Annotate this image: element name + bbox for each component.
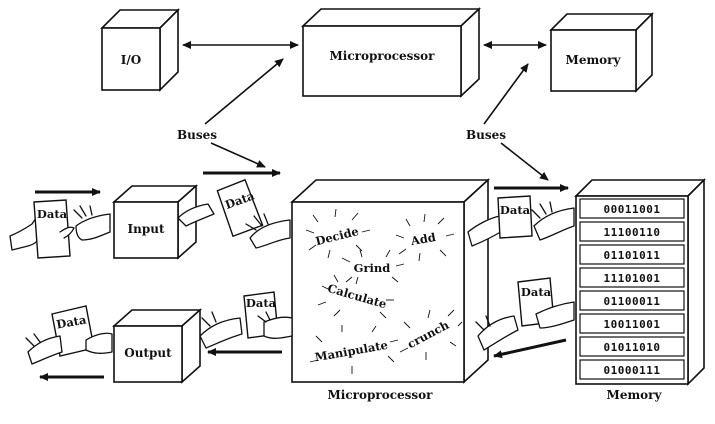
hand-passing-data-to-memory: Data <box>467 195 533 247</box>
hand-giving-data-from-memory: Data <box>517 277 575 329</box>
memory-slot <box>579 359 685 380</box>
memory-cabinet: 00011001 11100110 01101011 11101001 01100011… <box>574 178 706 386</box>
output-label: Output <box>124 346 172 360</box>
open-hand-memory-in <box>531 201 575 241</box>
microprocessor-top-label: Microprocessor <box>330 49 436 63</box>
open-hand-output <box>199 311 243 349</box>
memory-top-box: Memory <box>549 12 654 93</box>
memory-caption: Memory <box>607 388 663 402</box>
memory-word: 01101011 <box>604 249 661 262</box>
buses-right-arrow-up <box>483 63 529 125</box>
memory-word: 11100110 <box>604 226 661 239</box>
output-box: Output <box>111 308 203 384</box>
memory-word: 10011001 <box>604 318 661 331</box>
cpu-word-grind: Grind <box>341 249 405 283</box>
memory-word: 11101001 <box>604 272 661 285</box>
buses-right-label: Buses <box>466 128 506 142</box>
hand-holding-data-left: Data <box>9 199 75 259</box>
memory-slot <box>579 221 685 242</box>
memory-word: 01000111 <box>604 364 661 377</box>
data-label-3: Data <box>55 312 88 331</box>
memory-slot <box>579 290 685 311</box>
memory-word: 00011001 <box>604 203 661 216</box>
io-box: I/O <box>100 8 180 92</box>
hand-passing-data-input: Data <box>177 178 264 238</box>
cpu-word-grind-text: Grind <box>354 261 391 275</box>
input-label: Input <box>128 222 165 236</box>
buses-left-arrow-down <box>210 142 266 168</box>
buses-left-label: Buses <box>177 128 217 142</box>
open-hand-out <box>25 333 63 365</box>
open-hand-memory-out <box>475 315 519 351</box>
memory-word: 01100011 <box>604 295 661 308</box>
data-label-6: Data <box>521 285 552 299</box>
cpu-caption: Microprocessor <box>328 388 434 402</box>
memory-top-label: Memory <box>566 53 622 67</box>
open-hand-input <box>73 205 111 241</box>
data-label-4: Data <box>246 296 277 310</box>
memory-slot <box>579 198 685 219</box>
memory-word: 01011010 <box>604 341 661 354</box>
memory-to-cpu-arrow <box>493 338 567 359</box>
data-label-1: Data <box>37 207 68 221</box>
memory-slot <box>579 313 685 334</box>
hand-passing-data-output: Data <box>243 291 293 339</box>
hand-holding-data-out: Data <box>51 305 113 357</box>
io-label: I/O <box>121 53 141 67</box>
memory-slot <box>579 267 685 288</box>
cpu-word-add-text: Add <box>409 230 437 248</box>
data-label-5: Data <box>500 203 531 217</box>
buses-left-arrow-up <box>204 58 284 125</box>
microprocessor-top-box: Microprocessor <box>300 7 482 98</box>
buses-right-arrow-down <box>500 142 549 181</box>
memory-slot <box>579 336 685 357</box>
memory-slot <box>579 244 685 265</box>
open-hand-cpu-input <box>245 213 291 249</box>
cpu-word-add: Add <box>395 213 455 262</box>
